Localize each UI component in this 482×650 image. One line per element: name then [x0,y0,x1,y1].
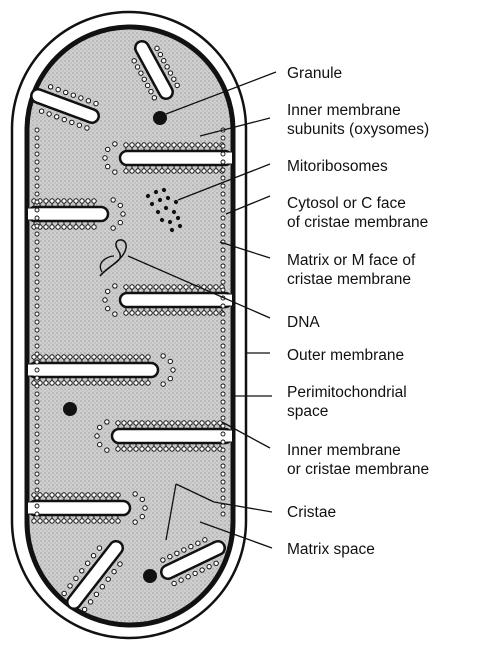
label-cristae: Cristae [287,504,336,521]
label-cytosol-line2: of cristae membrane [287,214,428,231]
label-matrix-face-line1: Matrix or M face of [287,252,416,269]
granule [143,569,157,583]
label-mitoribosomes: Mitoribosomes [287,158,388,175]
label-perimitochondrial-line1: Perimitochondrial [287,384,407,401]
label-inner-membrane-subunits-line2: subunits (oxysomes) [287,121,429,138]
label-granule: Granule [287,65,342,82]
label-cytosol-line1: Cytosol or C face [287,195,406,212]
granule [153,111,167,125]
granule [63,402,77,416]
label-matrix-face-line2: cristae membrane [287,271,411,288]
label-outer-membrane: Outer membrane [287,347,404,364]
label-matrix-space: Matrix space [287,541,375,558]
label-inner-membrane-subunits-line1: Inner membrane [287,102,401,119]
label-dna: DNA [287,314,320,331]
label-perimitochondrial-line2: space [287,403,328,420]
label-inner-cristae-line2: or cristae membrane [287,461,429,478]
label-inner-cristae-line1: Inner membrane [287,442,401,459]
